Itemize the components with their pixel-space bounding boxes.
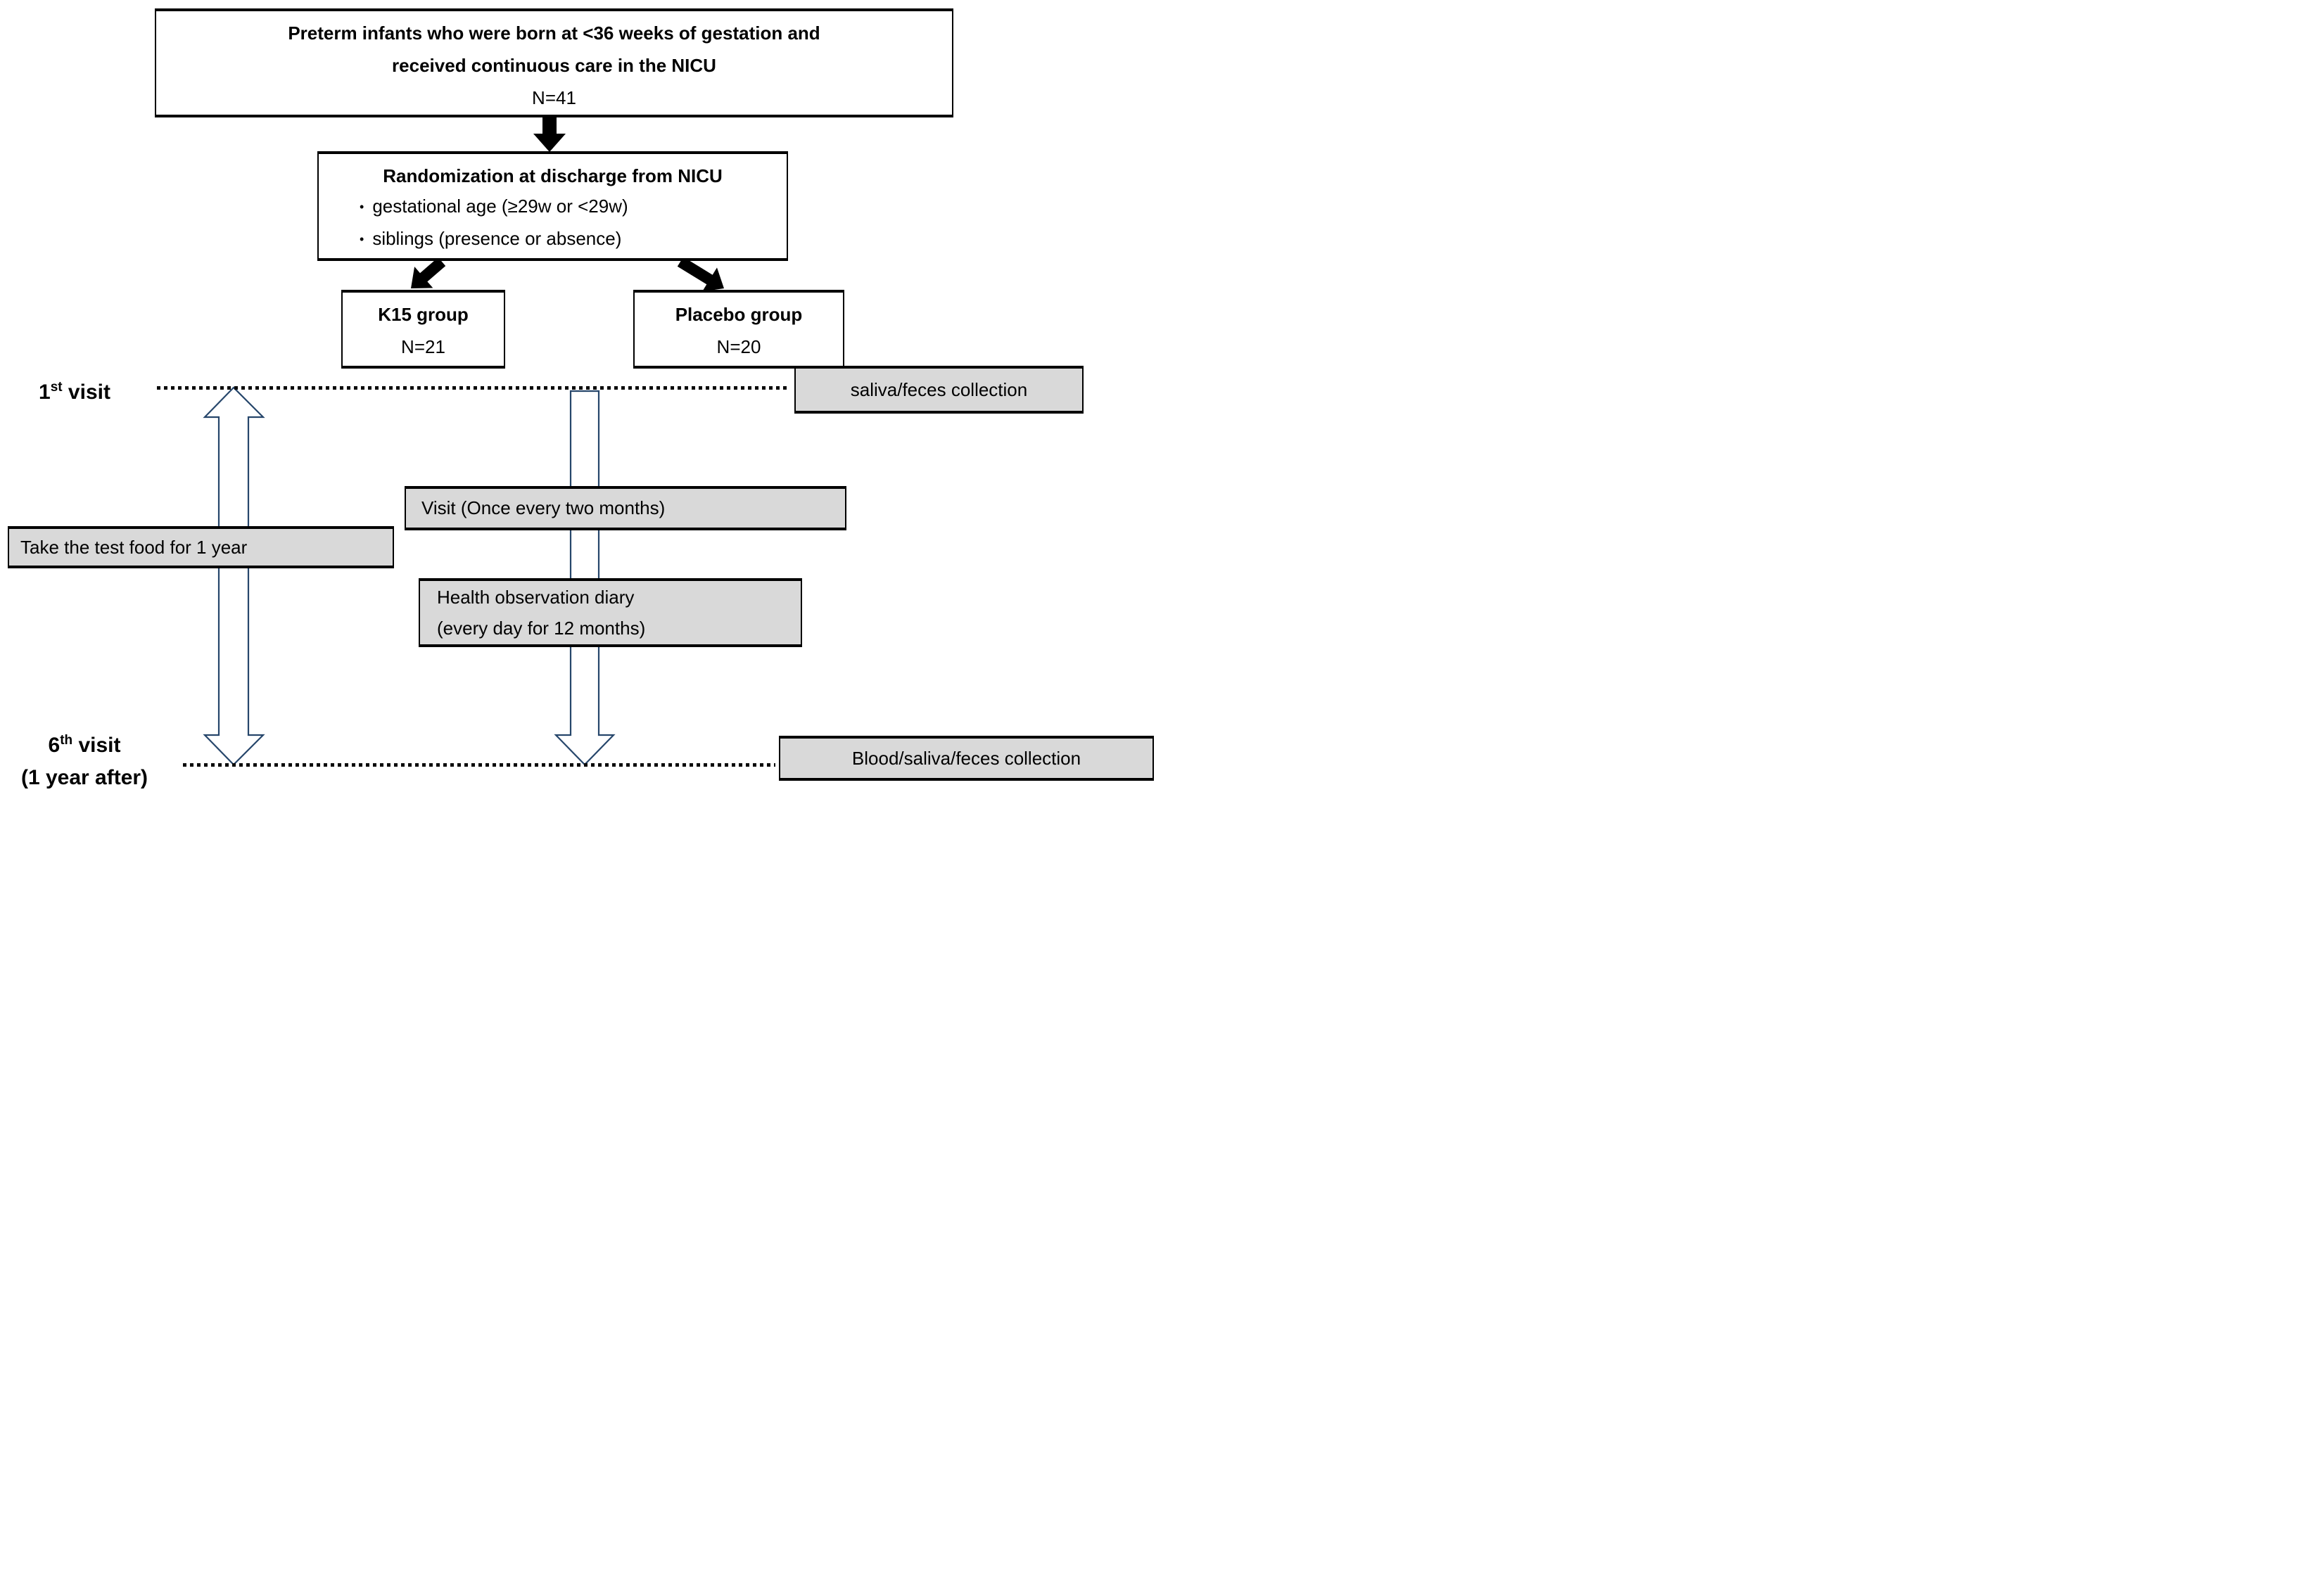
visit6-line2: (1 year after) bbox=[20, 766, 148, 789]
blood-saliva-feces-collection-label: Blood/saliva/feces collection bbox=[851, 747, 1081, 769]
blood-saliva-feces-collection-box: Blood/saliva/feces collection bbox=[779, 736, 1154, 781]
visits-down-arrow bbox=[554, 390, 616, 766]
bullet-icon: • bbox=[360, 232, 364, 246]
study-flow-diagram: Preterm infants who were born at <36 wee… bbox=[0, 0, 1162, 798]
visit1-label: 1st visit bbox=[39, 371, 158, 409]
test-food-box: Take the test food for 1 year bbox=[8, 526, 394, 568]
placebo-group-box: Placebo group N=20 bbox=[633, 290, 844, 369]
randomization-box: Randomization at discharge from NICU • ge… bbox=[317, 151, 788, 261]
visit1-number: 1 bbox=[39, 381, 51, 404]
down-arrow-enrollment-to-randomization bbox=[533, 117, 566, 152]
test-food-label: Take the test food for 1 year bbox=[20, 536, 248, 558]
k15-group-n: N=21 bbox=[401, 336, 445, 357]
k15-group-box: K15 group N=21 bbox=[341, 290, 505, 369]
enrollment-n: N=41 bbox=[532, 87, 576, 108]
randomization-bullet-gestational-age: • gestational age (≥29w or <29w) bbox=[360, 191, 787, 223]
health-diary-line2: (every day for 12 months) bbox=[437, 618, 646, 639]
randomization-bullet-siblings: • siblings (presence or absence) bbox=[360, 223, 787, 255]
enrollment-line1: Preterm infants who were born at <36 wee… bbox=[288, 23, 820, 44]
visit6-number: 6 bbox=[48, 734, 61, 757]
branch-arrow-placebo bbox=[677, 257, 724, 292]
visit6-line1: 6th visit bbox=[0, 724, 169, 762]
placebo-group-n: N=20 bbox=[716, 336, 761, 357]
visit6-dotted-line bbox=[183, 763, 775, 767]
saliva-feces-collection-label: saliva/feces collection bbox=[850, 378, 1028, 400]
enrollment-box: Preterm infants who were born at <36 wee… bbox=[155, 8, 953, 117]
visit-frequency-label: Visit (Once every two months) bbox=[421, 497, 666, 518]
bullet-text: gestational age (≥29w or <29w) bbox=[372, 196, 628, 217]
health-diary-line1: Health observation diary bbox=[437, 587, 635, 608]
k15-group-title: K15 group bbox=[378, 304, 469, 325]
health-diary-box: Health observation diary (every day for … bbox=[419, 578, 802, 647]
branch-arrow-k15 bbox=[411, 257, 446, 288]
saliva-feces-collection-box: saliva/feces collection bbox=[794, 366, 1084, 414]
visit1-text: visit bbox=[62, 381, 110, 404]
bullet-text: siblings (presence or absence) bbox=[372, 228, 622, 249]
visit1-ordinal-suffix: st bbox=[50, 380, 63, 395]
randomization-title: Randomization at discharge from NICU bbox=[383, 165, 723, 186]
visit-frequency-box: Visit (Once every two months) bbox=[405, 486, 846, 530]
randomization-bullets: • gestational age (≥29w or <29w) • sibling… bbox=[319, 191, 787, 255]
bullet-icon: • bbox=[360, 200, 364, 214]
duration-double-arrow bbox=[203, 386, 265, 766]
visit6-text: visit bbox=[72, 734, 121, 757]
enrollment-line2: received continuous care in the NICU bbox=[392, 55, 716, 76]
visit6-label: 6th visit (1 year after) bbox=[0, 724, 169, 794]
visit6-ordinal-suffix: th bbox=[60, 733, 73, 748]
visit1-dotted-line bbox=[157, 386, 790, 390]
placebo-group-title: Placebo group bbox=[675, 304, 803, 325]
